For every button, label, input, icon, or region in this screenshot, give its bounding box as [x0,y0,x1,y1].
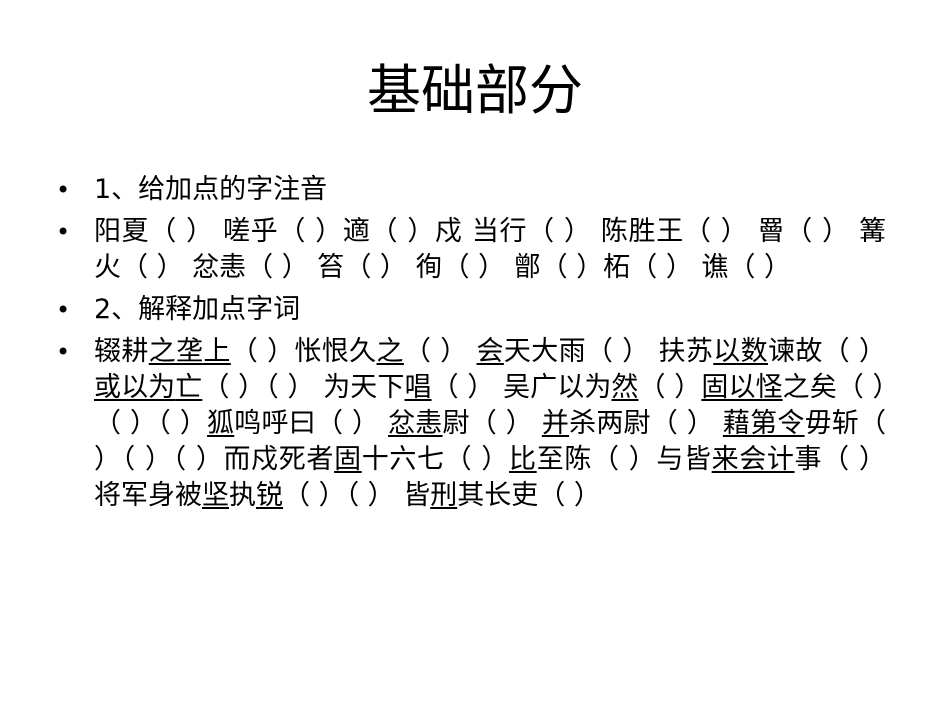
underlined-term: 亡 [175,372,203,403]
underlined-term: 之 [376,336,404,367]
text-run: （ ）怅恨久 [230,336,377,367]
text-run: 毋斩（ ）（ ）（ ）而戍死者 [94,408,887,475]
slide-title: 基础部分 [367,59,583,122]
underlined-term: 坚 [202,480,229,511]
underlined-term: 比 [509,444,537,475]
bullet-item: • 阳夏（ ） 嗟乎（ ）適（ ）戍 当行（ ） 陈胜王（ ） 罾（ ） 篝火（ … [56,214,886,286]
underlined-term: 唱 [404,372,432,403]
underlined-term: 会 [476,336,504,367]
text-run: （ ）（ ） 为天下 [202,372,405,403]
underlined-term: 以数 [713,336,768,367]
text-run: 辍耕 [94,336,149,367]
underlined-term: 或以为 [94,372,176,403]
text-run: 十六七（ ） [361,444,510,475]
text-run: 尉（ ） [442,408,542,439]
bullet-text: 辍耕之垄上（ ）怅恨久之（ ） 会天大雨（ ） 扶苏以数谏故（ ） 或以为亡（ … [94,336,886,511]
bullet-item: • 1、给加点的字注音 [56,172,886,208]
bullet-marker: • [56,176,71,204]
text-run: 鸣呼曰（ ） [234,408,389,439]
bullet-text: 2、解释加点字词 [94,294,300,325]
bullet-text: 1、给加点的字注音 [94,174,327,205]
underlined-term: 刑 [430,480,458,511]
underlined-term: 固以怪 [701,372,783,403]
text-run: 杀两尉（ ） [569,408,723,439]
text-run: （ ） [638,372,702,403]
bullet-item: •辍耕之垄上（ ）怅恨久之（ ） 会天大雨（ ） 扶苏以数谏故（ ） 或以为亡（… [56,334,886,514]
text-run: 2、解释加点字词 [94,294,301,325]
underlined-term: 并 [541,408,570,439]
bullet-list: • 1、给加点的字注音 • 阳夏（ ） 嗟乎（ ）適（ ）戍 当行（ ） 陈胜王（ ）… [56,172,886,520]
underlined-term: 来会计 [711,444,795,475]
bullet-marker: • [56,338,71,366]
text-run: 事（ ） 将军身被 [94,444,887,511]
text-run: （ ） 吴广以为 [431,372,612,403]
text-run: （ ）（ ） 皆 [283,480,431,511]
underlined-term: 然 [611,372,639,403]
text-run: 谏故（ ） [767,336,886,367]
text-run: 天大雨（ ） 扶苏 [503,336,714,367]
bullet-marker: • [56,296,71,324]
underlined-term: 狐 [207,408,235,439]
text-run: 1、给加点的字注音 [94,174,328,205]
text-run: （ ） [403,336,477,367]
underlined-term: 藉第令 [722,408,805,439]
text-run: 其长吏（ ） [457,480,601,511]
underlined-term: 之垄上 [148,336,231,367]
underlined-term: 固 [334,444,362,475]
bullet-item: • 2、解释加点字词 [56,292,886,328]
text-run: 之矣（ ）（ ）（ ） [94,372,887,439]
text-run: 至陈（ ）与皆 [536,444,712,475]
underlined-term: 忿恚 [388,408,443,439]
underlined-term: 锐 [256,480,283,511]
bullet-text: 阳夏（ ） 嗟乎（ ）適（ ）戍 当行（ ） 陈胜王（ ） 罾（ ） 篝火（ ）… [94,216,886,283]
text-run: 阳夏（ ） 嗟乎（ ）適（ ）戍 当行（ ） 陈胜王（ ） 罾（ ） 篝火（ ）… [94,216,886,283]
bullet-marker: • [56,218,71,246]
text-run: 执 [229,480,256,511]
